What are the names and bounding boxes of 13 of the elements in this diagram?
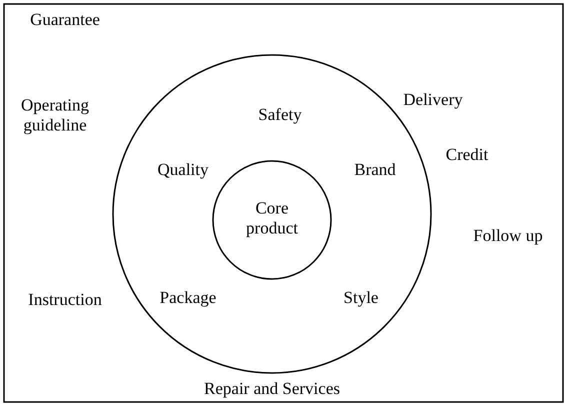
feature-label: Repair and Services [204, 379, 340, 399]
circle-label: Safety [258, 105, 302, 125]
circle-label: Brand [354, 160, 396, 180]
circle-label: Quality [158, 160, 208, 180]
feature-label: Follow up [473, 226, 543, 246]
feature-label: Operating guideline [20, 95, 90, 135]
feature-label: Credit [446, 145, 488, 165]
feature-label: Instruction [28, 290, 102, 310]
circle-label: Style [344, 288, 378, 308]
circle-label: Core product [245, 198, 299, 238]
circle-label: Package [160, 288, 216, 308]
feature-label: Delivery [403, 90, 463, 110]
feature-label: Guarantee [30, 10, 100, 30]
